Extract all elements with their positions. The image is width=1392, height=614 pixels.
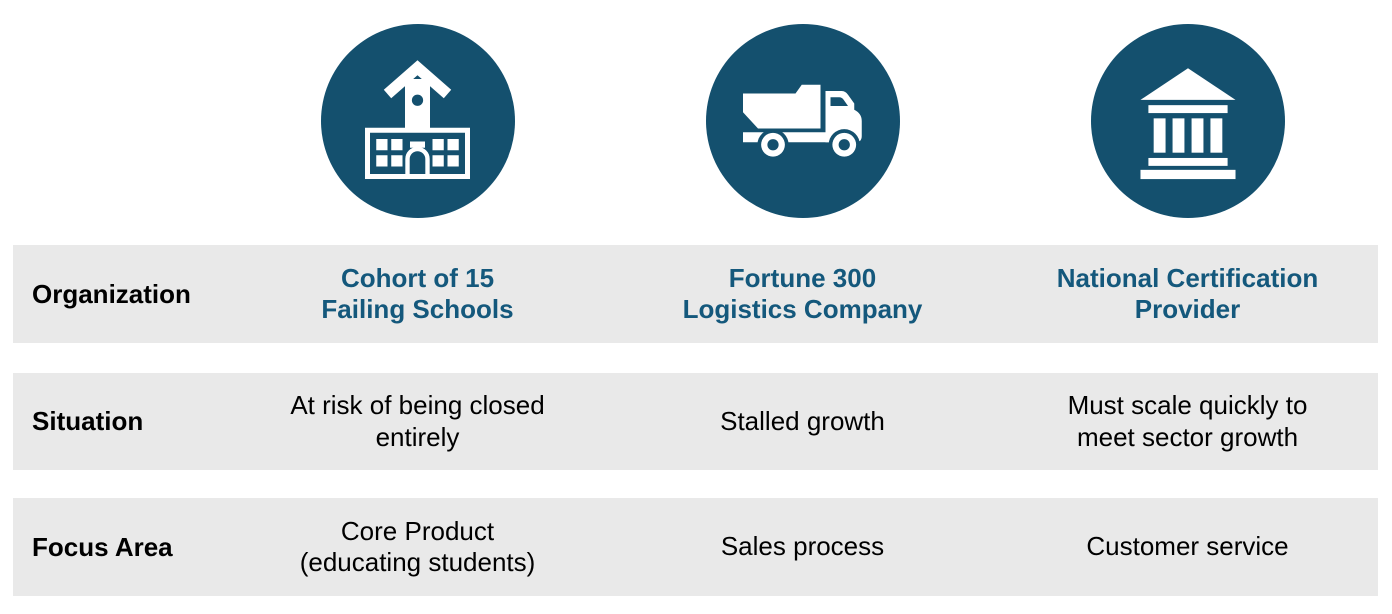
dump-truck-icon xyxy=(705,24,900,218)
school-building-icon xyxy=(320,24,515,218)
organization-row: Organization Cohort of 15 Failing School… xyxy=(13,245,1378,343)
column-logistics-icon-cell xyxy=(610,24,995,218)
column-schools-icon-cell xyxy=(225,24,610,218)
focus-area-value-certification: Customer service xyxy=(1086,531,1289,562)
row-label-organization: Organization xyxy=(32,278,191,309)
focus-area-value-logistics: Sales process xyxy=(720,531,885,562)
focus-area-value-schools: Core Product (educating students) xyxy=(299,515,536,577)
bank-building-icon xyxy=(1090,24,1285,218)
situation-value-certification: Must scale quickly to meet sector growth xyxy=(1067,390,1308,452)
icons-row-spacer xyxy=(13,24,225,218)
situation-value-logistics: Stalled growth xyxy=(720,405,885,436)
row-label-situation: Situation xyxy=(32,406,144,436)
comparison-table: Organization Cohort of 15 Failing School… xyxy=(13,24,1378,596)
row-label-focus-area: Focus Area xyxy=(32,531,173,562)
situation-row: Situation At risk of being closed entire… xyxy=(13,373,1378,470)
organization-value-logistics: Fortune 300 Logistics Company xyxy=(682,262,923,324)
icons-row xyxy=(13,24,1378,218)
column-certification-icon-cell xyxy=(995,24,1380,218)
organization-value-certification: National Certification Provider xyxy=(1056,262,1319,324)
organization-value-schools: Cohort of 15 Failing Schools xyxy=(321,262,514,324)
situation-value-schools: At risk of being closed entirely xyxy=(290,390,545,452)
focus-area-row: Focus Area Core Product (educating stude… xyxy=(13,498,1378,596)
